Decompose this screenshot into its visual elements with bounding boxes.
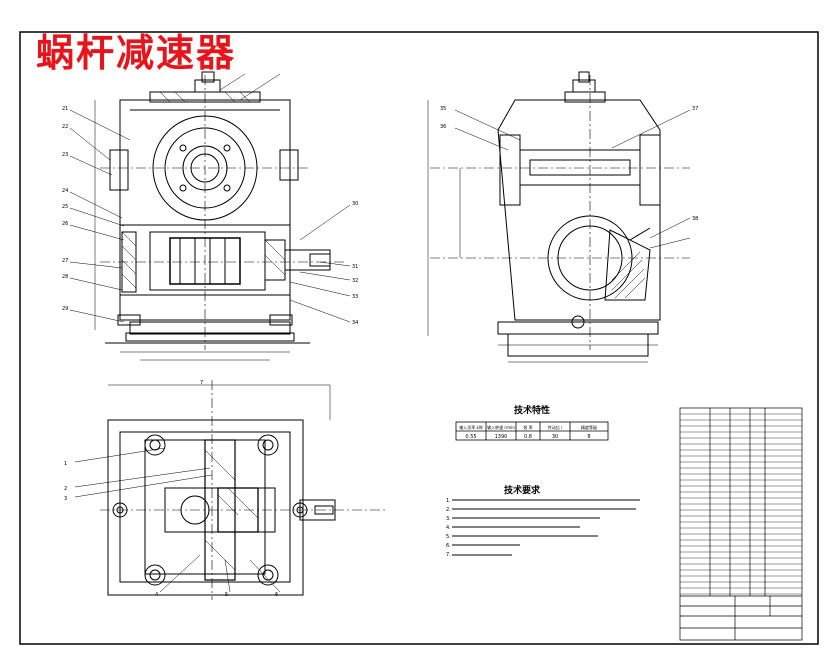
tech-spec-title: 技术特性 bbox=[514, 404, 550, 416]
front-callout: 29 bbox=[62, 306, 68, 312]
tech-req-number: 1. bbox=[446, 498, 451, 504]
front-callout: 28 bbox=[62, 274, 68, 280]
top-callout: 7 bbox=[200, 380, 203, 386]
side-callout: 36 bbox=[440, 124, 446, 130]
side-view bbox=[427, 71, 691, 363]
spec-header: 效 率 bbox=[523, 424, 532, 430]
spec-value: 8 bbox=[587, 434, 590, 440]
front-callout: 30 bbox=[352, 201, 358, 207]
spec-value: 0.55 bbox=[465, 434, 476, 440]
tech-req-number: 2. bbox=[446, 507, 451, 513]
spec-header: 输入转速 r/min bbox=[487, 424, 515, 430]
tech-req-number: 6. bbox=[446, 543, 451, 549]
spec-value: 30 bbox=[552, 434, 558, 440]
top-callout: 1 bbox=[64, 461, 67, 467]
drawing-title: 蜗杆减速器 bbox=[36, 30, 237, 75]
parts-list bbox=[679, 407, 803, 641]
top-view bbox=[74, 380, 385, 600]
spec-header: 输入功率 kW bbox=[459, 424, 483, 430]
tech-req-number: 5. bbox=[446, 534, 451, 540]
front-callout: 26 bbox=[62, 221, 68, 227]
side-callout: 37 bbox=[692, 106, 698, 112]
tech-requirements bbox=[452, 499, 640, 556]
front-callout: 25 bbox=[62, 204, 68, 210]
top-callout: 6 bbox=[275, 592, 278, 598]
spec-value: 0.8 bbox=[524, 434, 532, 440]
front-callout: 33 bbox=[352, 294, 358, 300]
side-callout: 38 bbox=[692, 216, 698, 222]
spec-value: 1390 bbox=[495, 434, 508, 440]
top-callout: 3 bbox=[64, 496, 67, 502]
front-view bbox=[69, 71, 351, 361]
front-callout: 21 bbox=[62, 106, 68, 112]
front-callout: 31 bbox=[352, 264, 358, 270]
tech-req-title: 技术要求 bbox=[504, 484, 541, 496]
top-callout: 2 bbox=[64, 486, 67, 492]
tech-req-number: 3. bbox=[446, 516, 451, 522]
spec-header: 传动比 i bbox=[548, 424, 562, 430]
side-callout: 35 bbox=[440, 106, 446, 112]
front-callout: 24 bbox=[62, 188, 68, 194]
tech-spec-table bbox=[455, 421, 609, 441]
drawing-border bbox=[19, 31, 819, 645]
tech-req-number: 7. bbox=[446, 552, 451, 558]
front-callout: 23 bbox=[62, 152, 68, 158]
front-callout: 32 bbox=[352, 278, 358, 284]
front-callout: 22 bbox=[62, 124, 68, 130]
front-callout: 27 bbox=[62, 258, 68, 264]
top-callout: 5 bbox=[225, 592, 228, 598]
front-callout: 34 bbox=[352, 320, 358, 326]
tech-req-number: 4. bbox=[446, 525, 451, 531]
spec-header: 精度等级 bbox=[581, 424, 597, 430]
top-callout: 4 bbox=[155, 592, 158, 598]
